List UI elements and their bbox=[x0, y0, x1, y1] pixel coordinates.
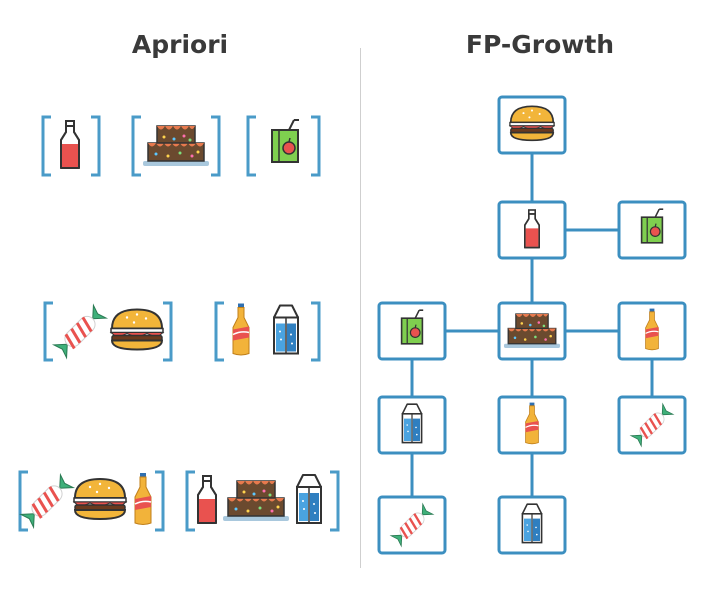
right-bracket bbox=[211, 115, 221, 177]
left-bracket bbox=[131, 115, 141, 177]
left-bracket bbox=[43, 301, 53, 362]
soda-bottle-icon bbox=[232, 302, 250, 356]
water-carton-icon bbox=[521, 503, 543, 544]
right-bracket bbox=[163, 301, 173, 362]
tree-node-n-candy-left bbox=[377, 495, 447, 555]
candy-icon bbox=[19, 473, 75, 529]
tree-node-n-juice-right bbox=[617, 200, 687, 260]
tree-node-n-soda-right bbox=[617, 301, 687, 361]
apriori-itemset bbox=[43, 301, 173, 362]
tree-node-n-soda-mid bbox=[497, 395, 567, 455]
left-bracket bbox=[214, 301, 224, 362]
apriori-itemset bbox=[214, 301, 321, 362]
right-bracket bbox=[311, 115, 321, 177]
left-bracket bbox=[246, 115, 256, 177]
fp-growth-title: FP-Growth bbox=[465, 30, 615, 59]
apriori-itemsets bbox=[18, 115, 340, 532]
right-bracket bbox=[91, 115, 101, 177]
section-divider bbox=[360, 48, 361, 568]
right-bracket bbox=[155, 470, 165, 532]
milk-bottle-icon bbox=[60, 120, 80, 169]
apriori-itemset bbox=[18, 470, 165, 532]
left-bracket bbox=[18, 470, 28, 532]
water-carton-icon bbox=[273, 304, 299, 355]
burger-icon bbox=[73, 478, 127, 520]
apriori-itemset bbox=[185, 470, 340, 532]
right-bracket bbox=[311, 301, 321, 362]
tree-node-root bbox=[497, 95, 567, 155]
juice-box-icon bbox=[271, 119, 300, 163]
burger-icon bbox=[110, 308, 164, 351]
tree-node-n-candy-right bbox=[617, 395, 687, 455]
tree-node-n-juice-left bbox=[377, 301, 447, 361]
apriori-title: Apriori bbox=[131, 30, 229, 59]
cake-icon bbox=[222, 480, 290, 522]
tree-node-n-water-left bbox=[377, 395, 447, 455]
tree-node-n-cake bbox=[497, 301, 567, 361]
milk-bottle-icon bbox=[197, 475, 217, 524]
cake-icon bbox=[142, 125, 210, 167]
tree-node-n-water-mid bbox=[497, 495, 567, 555]
burger-icon bbox=[509, 105, 555, 142]
apriori-itemset bbox=[246, 115, 321, 177]
candy-icon bbox=[52, 303, 108, 360]
tree-node-n-milk bbox=[497, 200, 567, 260]
apriori-itemset bbox=[131, 115, 221, 177]
fp-tree-nodes bbox=[377, 95, 687, 555]
water-carton-icon bbox=[296, 474, 322, 524]
right-bracket bbox=[330, 470, 340, 532]
left-bracket bbox=[41, 115, 51, 177]
soda-bottle-icon bbox=[134, 472, 152, 526]
water-carton-icon bbox=[401, 403, 423, 444]
apriori-itemset bbox=[41, 115, 101, 177]
left-bracket bbox=[185, 470, 195, 532]
